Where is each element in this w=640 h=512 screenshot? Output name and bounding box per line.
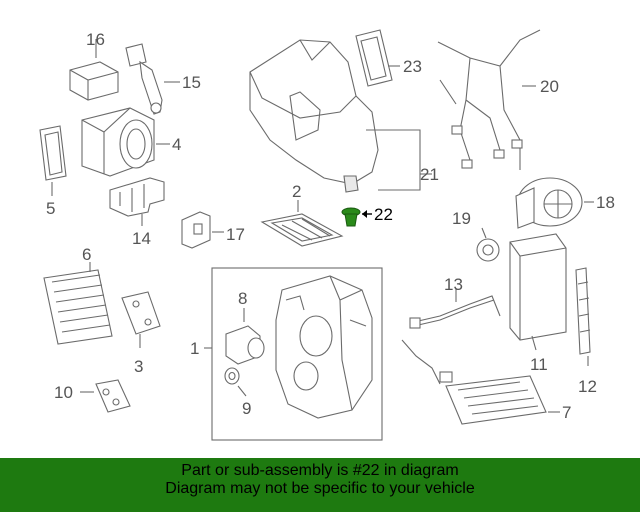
callout-15: 15 <box>182 73 201 92</box>
part-4-housing <box>81 107 170 177</box>
banner-line-2: Diagram may not be specific to your vehi… <box>165 480 475 497</box>
callout-4: 4 <box>172 135 181 154</box>
callout-19: 19 <box>452 209 471 228</box>
parts-diagram: 16 15 4 5 14 17 23 <box>39 29 615 441</box>
part-5-gasket <box>39 125 67 196</box>
callout-20: 20 <box>540 77 559 96</box>
part-23-gasket <box>355 29 400 87</box>
callout-14: 14 <box>132 229 151 248</box>
banner-line-1: Part or sub-assembly is #22 in diagram <box>181 462 459 479</box>
part-19-grommet <box>476 227 500 262</box>
callout-21: 21 <box>420 165 439 184</box>
callout-11: 11 <box>530 355 548 374</box>
callout-3: 3 <box>134 357 143 376</box>
part-22-screw-highlighted <box>341 207 372 227</box>
sub-assembly-1-box <box>211 267 383 441</box>
part-21-upper-housing <box>249 39 432 193</box>
callout-16: 16 <box>86 30 105 49</box>
part-9-washer <box>224 367 247 397</box>
callout-6: 6 <box>82 245 91 264</box>
callout-18: 18 <box>596 193 615 212</box>
part-6-heater-core <box>43 262 113 345</box>
callout-22: 22 <box>374 205 393 224</box>
callout-17: 17 <box>226 225 245 244</box>
part-3-seal <box>121 291 161 348</box>
part-18-blower-motor <box>515 177 594 229</box>
callout-2: 2 <box>292 182 301 201</box>
callout-13: 13 <box>444 275 463 294</box>
part-10-bracket <box>80 379 131 413</box>
info-banner: Part or sub-assembly is #22 in diagram D… <box>0 458 640 512</box>
callout-12: 12 <box>578 377 597 396</box>
part-12-seal-strip <box>575 267 591 366</box>
callout-9: 9 <box>242 399 251 418</box>
part-8-actuator <box>225 308 265 365</box>
part-15-actuator <box>125 43 180 115</box>
callout-10: 10 <box>54 383 73 402</box>
part-17-clip <box>181 211 224 249</box>
part-16-module <box>69 39 119 101</box>
part-7-evaporator <box>401 339 560 425</box>
callout-5: 5 <box>46 199 55 218</box>
callout-8: 8 <box>238 289 247 308</box>
part-20-harness <box>437 29 541 170</box>
part-14-bracket <box>109 177 165 226</box>
callout-7: 7 <box>562 403 571 422</box>
callout-1: 1 <box>190 339 199 358</box>
part-13-pipe <box>409 288 501 329</box>
part-2-filter <box>260 200 344 247</box>
part-11-filter <box>509 233 567 351</box>
callout-23: 23 <box>403 57 422 76</box>
part-1-housing <box>275 275 373 419</box>
